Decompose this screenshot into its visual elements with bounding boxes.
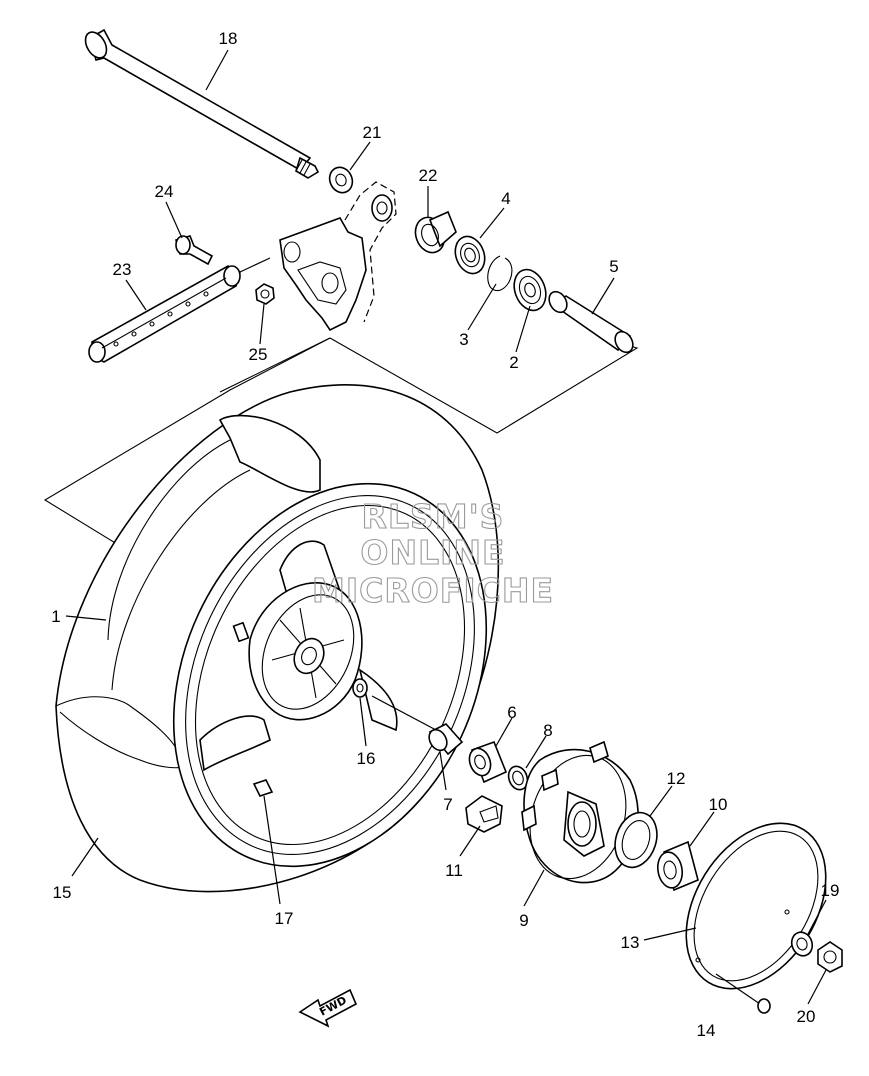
callout-2: 2: [509, 353, 518, 372]
forward-arrow-icon: FWD: [298, 988, 358, 1028]
callout-12: 12: [667, 769, 686, 788]
balance-weight[interactable]: [252, 779, 274, 797]
callout-13: 13: [621, 933, 640, 952]
torque-rod[interactable]: [88, 257, 271, 363]
callout-labels: 18 21 22 4 24 5 23 3 2 25 1 6 8 16 7 12 …: [51, 29, 839, 1040]
axle[interactable]: [81, 28, 320, 179]
callout-4: 4: [501, 189, 510, 208]
callout-25: 25: [249, 345, 268, 364]
callout-5: 5: [609, 257, 618, 276]
callout-10: 10: [709, 795, 728, 814]
callout-22: 22: [419, 166, 438, 185]
callout-1: 1: [51, 607, 60, 626]
axle-collar[interactable]: [326, 164, 357, 197]
bearing-hub[interactable]: [466, 740, 508, 784]
callout-7: 7: [443, 795, 452, 814]
hub-collar[interactable]: [426, 723, 464, 756]
oil-seal[interactable]: [450, 232, 489, 277]
axle-nut[interactable]: [817, 941, 843, 973]
callout-23: 23: [113, 260, 132, 279]
nut[interactable]: [255, 283, 275, 305]
axle-centerline: [371, 695, 437, 731]
watermark: RLSM'S ONLINE MICROFICHE: [311, 496, 554, 610]
collar[interactable]: [411, 210, 457, 257]
callout-8: 8: [543, 721, 552, 740]
callout-14: 14: [697, 1021, 716, 1040]
watermark-line-3: MICROFICHE: [312, 571, 554, 610]
callout-6: 6: [507, 703, 516, 722]
callout-11: 11: [445, 861, 463, 880]
spacer[interactable]: [546, 288, 637, 355]
bearing-right[interactable]: [655, 840, 699, 892]
callout-leaders: [65, 49, 827, 1005]
callout-24: 24: [155, 182, 174, 201]
callout-17: 17: [275, 909, 294, 928]
watermark-line-1: RLSM'S: [362, 497, 505, 536]
valve-stem[interactable]: [352, 678, 368, 698]
callout-18: 18: [219, 29, 238, 48]
bolt[interactable]: [175, 235, 214, 266]
callout-16: 16: [357, 749, 376, 768]
damper[interactable]: [465, 795, 503, 833]
cover-bolt[interactable]: [715, 973, 771, 1014]
hub-circlip[interactable]: [505, 764, 530, 793]
callout-20: 20: [797, 1007, 816, 1026]
washer[interactable]: [788, 929, 815, 958]
bearing-left[interactable]: [509, 265, 552, 315]
circlip[interactable]: [487, 255, 513, 291]
callout-9: 9: [519, 911, 528, 930]
callout-21: 21: [363, 123, 382, 142]
caliper-bracket: [279, 181, 397, 332]
clutch-hub[interactable]: [515, 740, 641, 891]
hub-cover-ring[interactable]: [657, 798, 854, 1014]
hub-oil-seal[interactable]: [608, 807, 663, 873]
watermark-line-2: ONLINE: [360, 533, 505, 572]
callout-19: 19: [821, 881, 840, 900]
callout-3: 3: [459, 330, 468, 349]
rear-wheel-rim[interactable]: [107, 432, 546, 917]
callout-15: 15: [53, 883, 72, 902]
